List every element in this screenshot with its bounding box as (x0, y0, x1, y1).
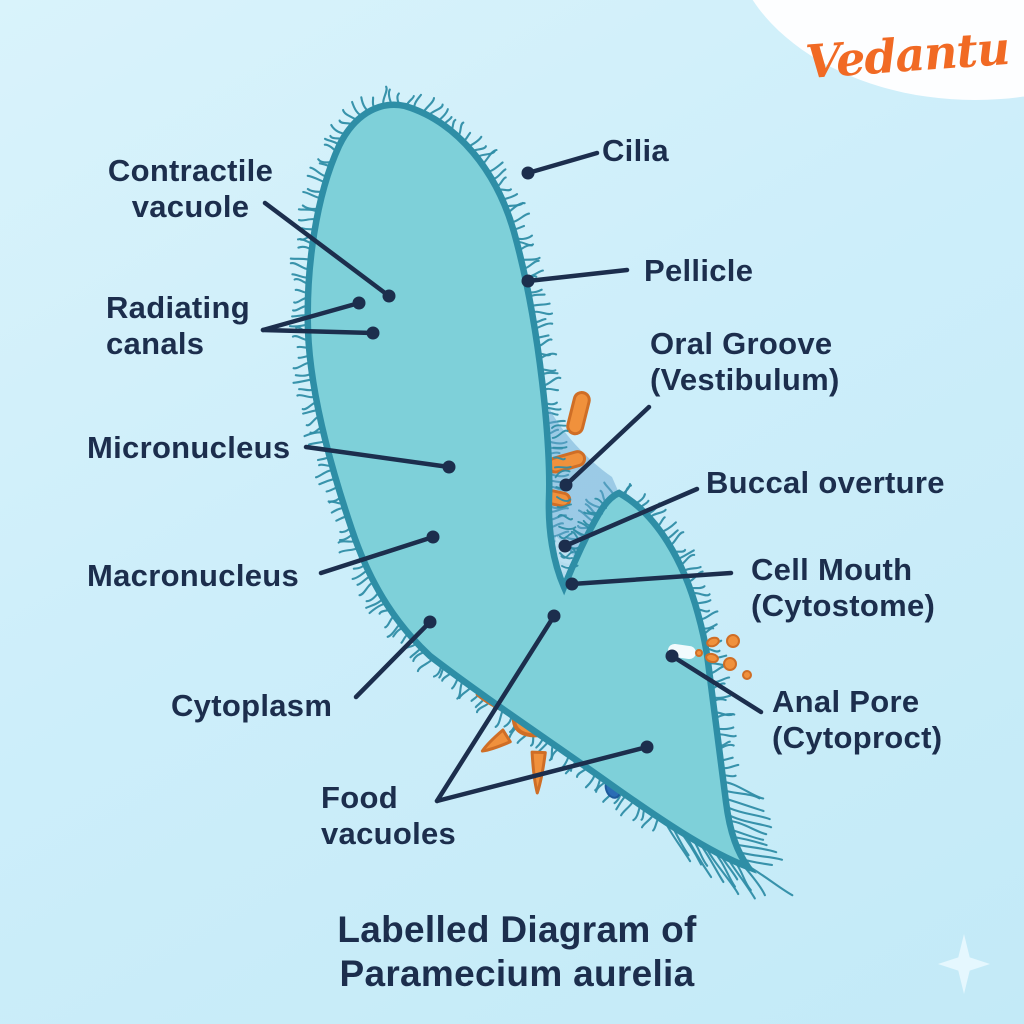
label-oral-groove: Oral Groove (Vestibulum) (650, 326, 840, 398)
anal-pore (668, 634, 752, 680)
label-cilia: Cilia (602, 133, 669, 168)
label-food-vacuoles: Food vacuoles (321, 780, 457, 852)
excreted-particles (695, 634, 752, 680)
label-cell-mouth: Cell Mouth (Cytostome) (751, 552, 936, 624)
label-contractile-vacuole: Contractile vacuole (107, 153, 274, 225)
label-cytoplasm: Cytoplasm (171, 688, 333, 723)
label-macronucleus: Macronucleus (87, 558, 300, 593)
diagram-title: Labelled Diagram of Paramecium aurelia (337, 909, 697, 994)
label-radiating-canals: Radiating canals (106, 290, 250, 362)
leader-lines (260, 150, 764, 804)
pellicle-outline (308, 105, 748, 867)
label-buccal-overture: Buccal overture (706, 465, 945, 500)
label-pellicle: Pellicle (644, 253, 754, 288)
label-micronucleus: Micronucleus (87, 430, 291, 465)
label-anal-pore: Anal Pore (Cytoproct) (772, 684, 943, 756)
